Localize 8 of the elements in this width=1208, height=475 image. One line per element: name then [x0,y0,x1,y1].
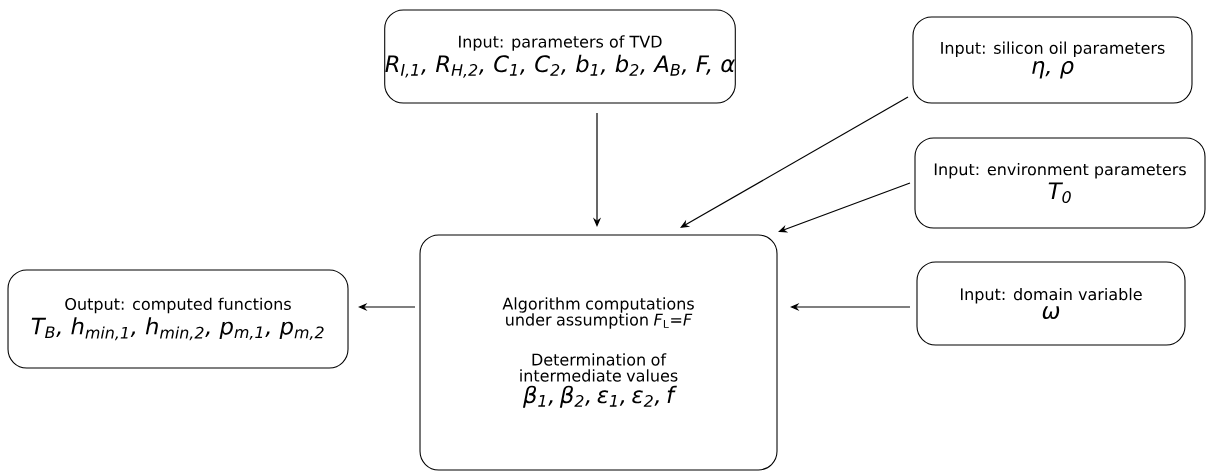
output-box: Output: computed functions T$_{B}$, h$_{min,1}$, h$_{min,2}$, p$_{m,1}$, p$_{m,2}$ [7,269,349,369]
arrow [778,182,911,233]
input-box: Input: domain variable ω [916,261,1186,346]
arrow [680,96,909,228]
input-box: Input: environment parameters T$_{0}$ [914,137,1206,229]
process-box: Algorithm computations under assumption F$_{L}$=F Determination of intermediate values β$_{1}$, β$_{2}$, ε$_{1}$, ε$_{2}$, f [419,234,778,471]
input-box: Input: silicon oil parameters η, ρ [912,16,1193,104]
input-box: Input: parameters of TVD R$_{I,1}$, R$_{H,2}$, C$_{1}$, C$_{2}$, b$_{1}$, b$_{2}$, A$_{B}$, F, α [384,9,736,104]
